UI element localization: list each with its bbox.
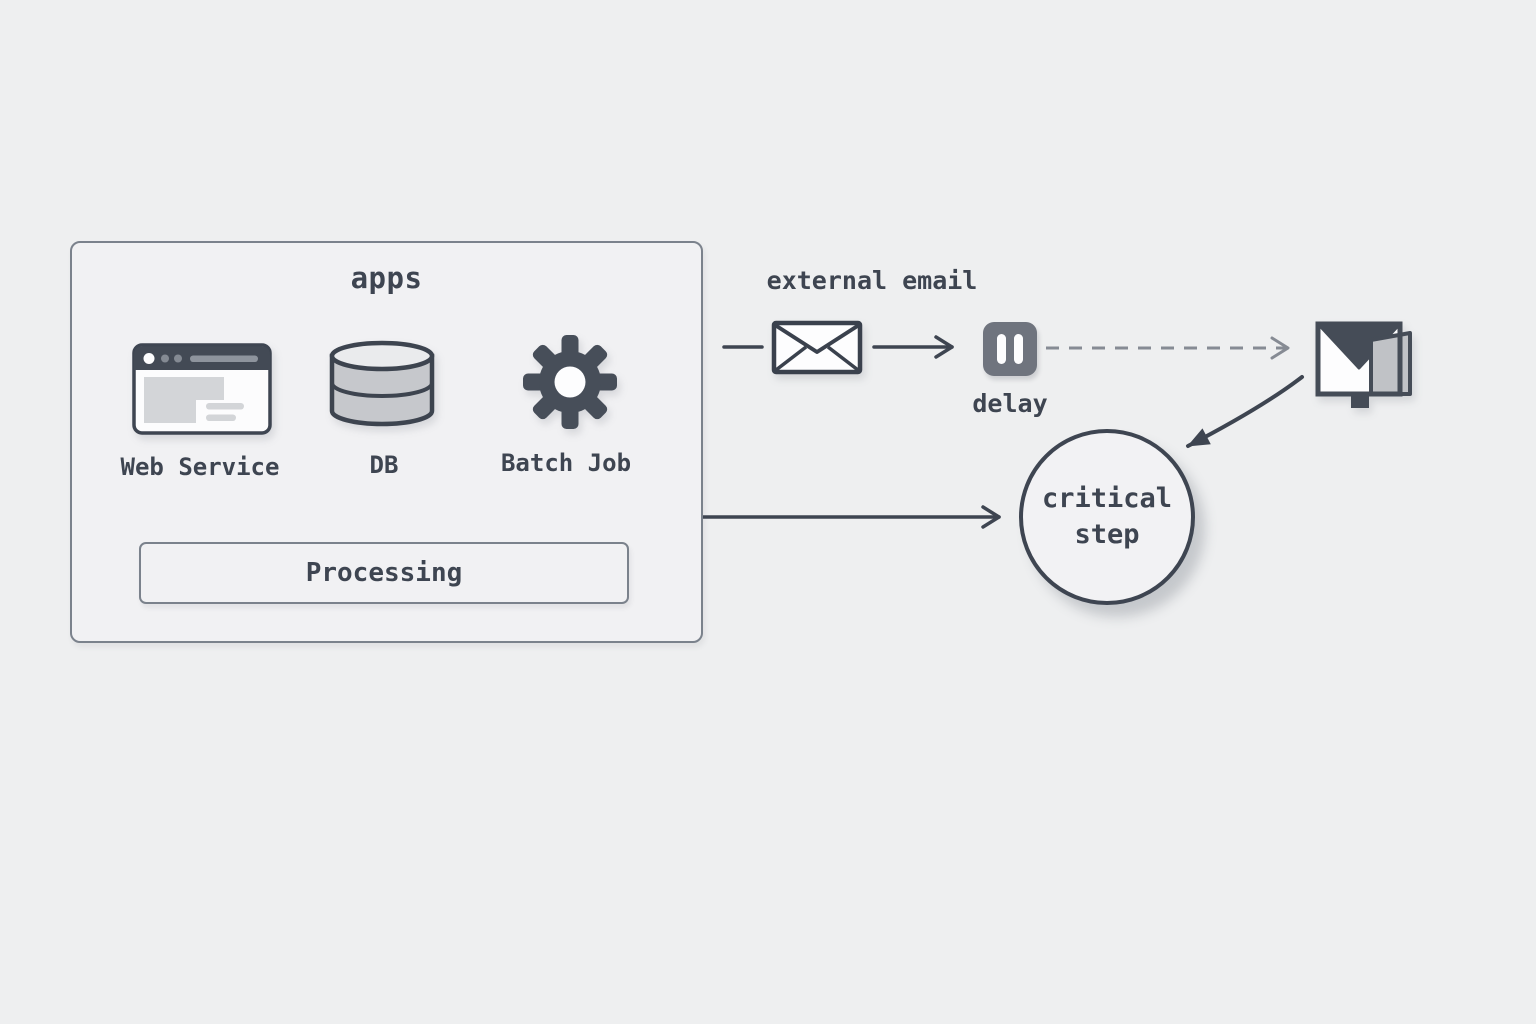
envelope-icon xyxy=(771,320,863,375)
processing-box: Processing xyxy=(139,542,629,604)
pause-bar xyxy=(1014,334,1023,364)
batch-job-label: Batch Job xyxy=(500,449,632,477)
curved-arrow-inbox-to-critical-step xyxy=(1186,375,1304,448)
gear-icon xyxy=(523,335,617,429)
processing-label: Processing xyxy=(305,558,463,588)
external-email-label: external email xyxy=(766,266,978,295)
mail-inbox-icon xyxy=(1315,321,1412,408)
browser-icon xyxy=(132,343,272,435)
pause-bar xyxy=(997,334,1006,364)
apps-group-title: apps xyxy=(350,261,423,295)
critical-step-line1: critical xyxy=(1041,483,1173,515)
database-icon xyxy=(329,340,435,427)
critical-step-line2: step xyxy=(1074,519,1140,550)
delay-label: delay xyxy=(972,389,1048,418)
db-label: DB xyxy=(369,451,399,479)
web-service-label: Web Service xyxy=(120,453,280,481)
pause-icon xyxy=(983,322,1037,376)
critical-step-node: critical step xyxy=(1019,429,1195,605)
